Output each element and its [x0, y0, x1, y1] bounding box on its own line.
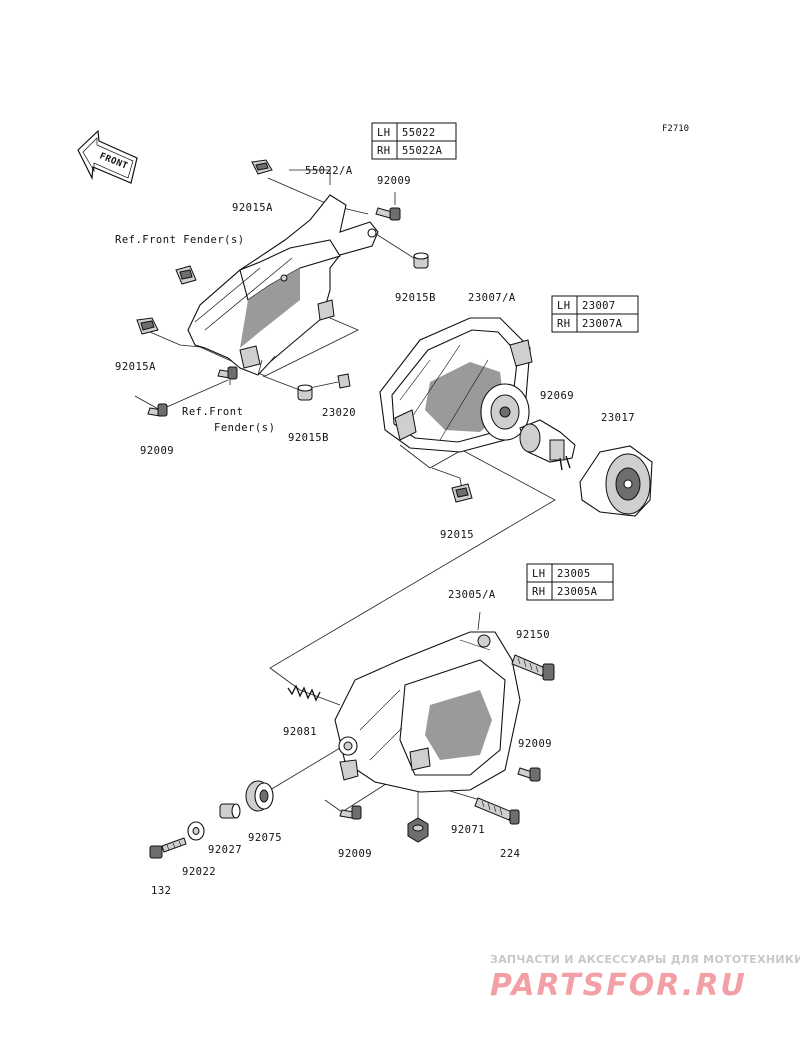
headlamp-part-rh: 23007A — [582, 318, 623, 330]
label-92009-right: 92009 — [518, 738, 552, 750]
figure-code: F2710 — [662, 124, 689, 134]
label-55022A: 55022/A — [305, 165, 353, 177]
headlamp-unit — [379, 317, 533, 453]
label-ref-front-mid-2: Fender(s) — [214, 422, 275, 434]
clip-92015A-left — [136, 317, 159, 335]
collar-92027 — [219, 803, 241, 819]
cover-side-rh: RH — [377, 145, 390, 157]
watermark-tagline: ЗАПЧАСТИ И АКСЕССУАРЫ ДЛЯ МОТОТЕХНИКИ — [490, 953, 800, 966]
clip-92015A-mid — [175, 265, 197, 285]
bolt-92009-bottom — [339, 805, 362, 820]
label-92009-top: 92009 — [377, 175, 411, 187]
front-direction-arrow: FRONT — [77, 129, 138, 184]
label-ref-front-fender-top: Ref.Front Fender(s) — [115, 234, 245, 246]
bolt-92009-right — [517, 767, 541, 782]
collar-92015B-low — [297, 384, 313, 401]
label-224: 224 — [500, 848, 520, 860]
cover-side-lh: LH — [377, 127, 390, 139]
headlamp-side-rh: RH — [557, 318, 570, 330]
label-92075: 92075 — [248, 832, 282, 844]
bolt-92009-top — [375, 207, 401, 221]
washer-92022 — [187, 821, 205, 841]
label-92071: 92071 — [451, 824, 485, 836]
label-ref-front-mid-1: Ref.Front — [182, 406, 243, 418]
housing-part-table: LH 23005 RH 23005A — [526, 563, 614, 601]
spring-92081 — [287, 684, 321, 702]
label-23017: 23017 — [601, 412, 635, 424]
headlamp-housing — [334, 631, 521, 793]
headlamp-cover — [187, 194, 379, 376]
bolt-224 — [474, 797, 520, 825]
bolt-92009-mid — [217, 366, 238, 380]
label-92015: 92015 — [440, 529, 474, 541]
housing-part-rh: 23005A — [557, 586, 598, 598]
nut-23020 — [337, 373, 351, 389]
bolt-92009-left — [147, 403, 168, 417]
label-23020: 23020 — [322, 407, 356, 419]
cover-part-table: LH 55022 RH 55022A — [371, 122, 457, 160]
grommet-92075 — [245, 780, 274, 812]
clip-92015A-top — [251, 159, 273, 175]
label-92015A-top: 92015A — [232, 202, 273, 214]
label-23005A: 23005/A — [448, 589, 496, 601]
label-92069: 92069 — [540, 390, 574, 402]
watermark-brand: PARTSFOR.RU — [490, 968, 747, 1003]
headlamp-side-lh: LH — [557, 300, 570, 312]
bulb-cover-23017 — [579, 445, 653, 517]
nut-92071 — [407, 817, 429, 843]
bolt-132 — [149, 837, 187, 859]
bolt-92150 — [511, 654, 555, 681]
cover-part-rh: 55022A — [402, 145, 443, 157]
headlamp-part-lh: 23007 — [582, 300, 616, 312]
clip-92015 — [451, 483, 473, 503]
label-92081: 92081 — [283, 726, 317, 738]
label-92015A-left: 92015A — [115, 361, 156, 373]
cover-part-lh: 55022 — [402, 127, 436, 139]
headlamp-part-table: LH 23007 RH 23007A — [551, 295, 639, 333]
bulb-92069 — [519, 419, 576, 471]
housing-part-lh: 23005 — [557, 568, 591, 580]
label-92027: 92027 — [208, 844, 242, 856]
label-92009-bottom: 92009 — [338, 848, 372, 860]
housing-side-lh: LH — [532, 568, 545, 580]
label-92015B-top: 92015B — [395, 292, 436, 304]
label-92015B-low: 92015B — [288, 432, 329, 444]
label-92022: 92022 — [182, 866, 216, 878]
label-23007A: 23007/A — [468, 292, 516, 304]
housing-side-rh: RH — [532, 586, 545, 598]
label-132: 132 — [151, 885, 171, 897]
label-92150: 92150 — [516, 629, 550, 641]
label-92009-left: 92009 — [140, 445, 174, 457]
collar-92015B-top — [413, 252, 429, 269]
